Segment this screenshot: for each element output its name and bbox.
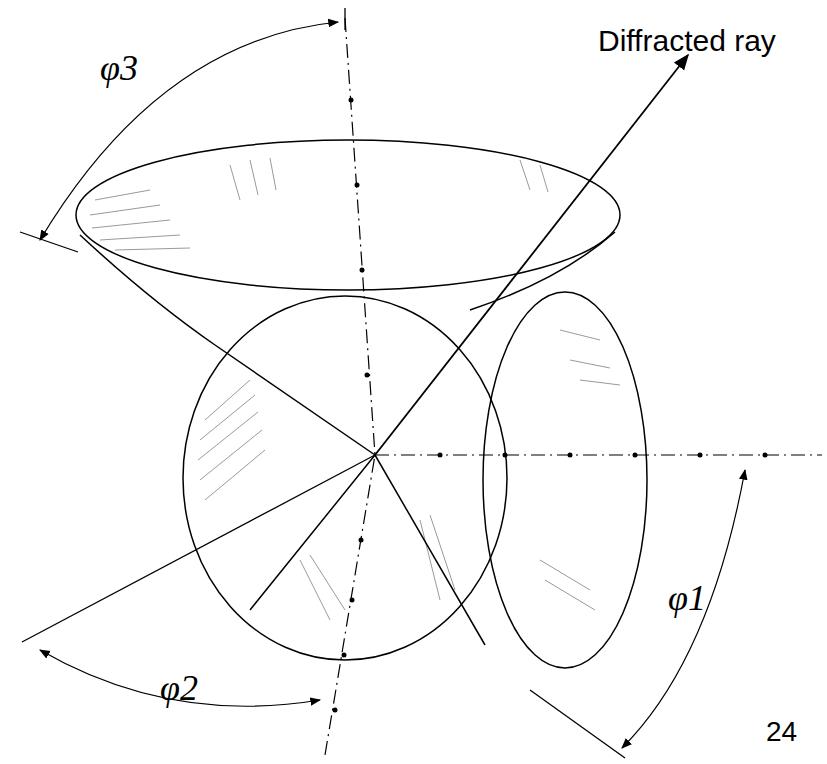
angle-label: φ3 [100,50,138,86]
diffracted-ray-arrow [375,55,688,455]
reference-lines [20,8,625,758]
shading-hatch [90,158,620,620]
angle-label: φ1 [668,580,706,616]
ray-label: Diffracted ray [598,26,776,56]
angle-label: φ2 [160,670,198,706]
axis-lines [325,18,822,755]
page-number: 24 [766,718,797,746]
angle-arcs [40,22,745,748]
cone-outlines [76,140,647,668]
